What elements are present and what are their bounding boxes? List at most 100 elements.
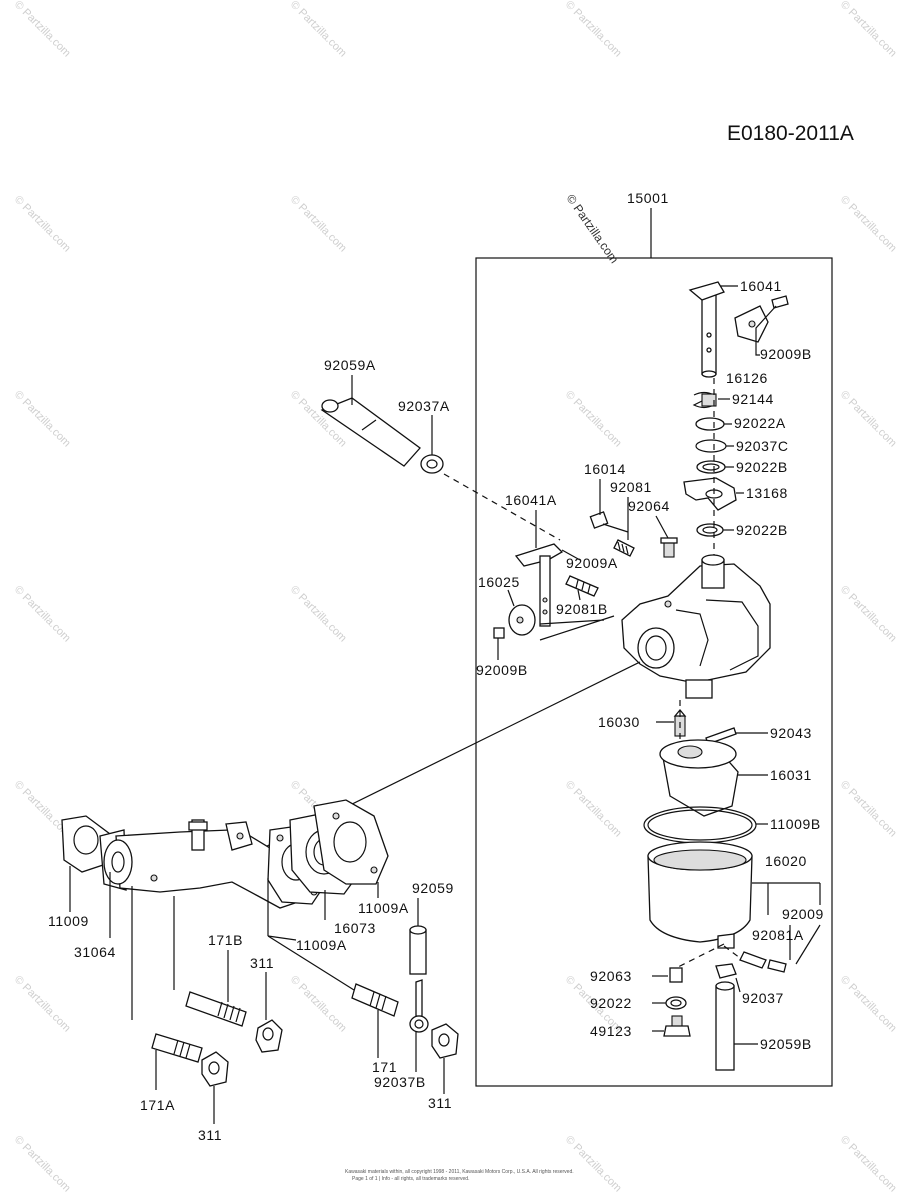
leader-line [507, 589, 515, 607]
part-label-16126: 16126 [726, 370, 768, 386]
stud-171A [151, 1033, 203, 1063]
watermark: © Partzilla.com [838, 389, 899, 450]
assembly-box [475, 257, 833, 1087]
throttle-shaft [688, 281, 725, 378]
watermark: © Partzilla.com [288, 194, 349, 255]
washer-92022B [696, 460, 726, 474]
part-label-92022B: 92022B [736, 522, 788, 538]
leader-line [655, 515, 669, 539]
copyright-footer: Kawasaki materials within, all copyright… [345, 1169, 574, 1175]
copyright-footer-2: Page 1 of 1 | Info - all rights, all tra… [352, 1176, 469, 1182]
part-label-92022B: 92022B [736, 459, 788, 475]
spring-92081B [565, 575, 599, 597]
clamp-92037 [715, 963, 737, 979]
part-label-92037: 92037 [742, 990, 784, 1006]
watermark: © Partzilla.com [12, 389, 73, 450]
clamp-92037B [409, 979, 429, 1033]
part-label-171A: 171A [140, 1097, 175, 1113]
part-label-92022: 92022 [590, 995, 632, 1011]
leader-line [755, 305, 777, 356]
part-label-92081: 92081 [610, 479, 652, 495]
oring-92037C [695, 439, 727, 453]
nut-311 [201, 1051, 229, 1087]
part-label-92009B: 92009B [760, 346, 812, 362]
watermark: © Partzilla.com [12, 194, 73, 255]
bolt-49123 [663, 1015, 691, 1037]
watermark: © Partzilla.com [838, 194, 899, 255]
part-label-16041A: 16041A [505, 492, 557, 508]
part-label-16025: 16025 [478, 574, 520, 590]
sleeve-92059 [409, 925, 427, 975]
washer-92022A [695, 417, 725, 431]
screw-92009 [767, 959, 787, 973]
part-label-16031: 16031 [770, 767, 812, 783]
stud-171 [351, 983, 399, 1017]
part-label-13168: 13168 [746, 485, 788, 501]
spring-92081 [613, 539, 635, 557]
alignment-line [723, 945, 741, 959]
part-label-311: 311 [250, 955, 274, 971]
watermark: © Partzilla.com [12, 0, 73, 60]
part-label-11009A: 11009A [296, 937, 347, 953]
part-label-16030: 16030 [598, 714, 640, 730]
screw-16014 [589, 511, 629, 533]
part-label-49123: 49123 [590, 1023, 632, 1039]
throttle-plate [734, 305, 769, 343]
spring-92081A [739, 951, 767, 969]
spring-92144 [692, 391, 717, 409]
carburetor-body [621, 554, 771, 699]
part-label-16014: 16014 [584, 461, 626, 477]
part-label-311: 311 [428, 1095, 452, 1111]
part-label-15001: 15001 [627, 190, 669, 206]
watermark: © Partzilla.com [288, 974, 349, 1035]
intake-manifold [61, 815, 301, 909]
stud-171B [185, 991, 247, 1027]
part-label-92037C: 92037C [736, 438, 789, 454]
part-label-92009: 92009 [782, 906, 824, 922]
watermark-dark: © Partzilla.com [564, 192, 622, 266]
gasket-11009A-outer [313, 799, 389, 885]
watermark: © Partzilla.com [288, 584, 349, 645]
leader-line [735, 977, 741, 993]
leader-line [577, 589, 581, 601]
part-label-92022A: 92022A [734, 415, 786, 431]
part-label-311: 311 [198, 1127, 222, 1143]
washer-92022B [696, 523, 724, 537]
alignment-line [675, 943, 725, 969]
plug-92063 [669, 967, 683, 983]
part-label-16041: 16041 [740, 278, 782, 294]
clamp-92037A [420, 454, 444, 474]
part-label-92144: 92144 [732, 391, 774, 407]
nut-311 [255, 1019, 283, 1053]
float-16031 [659, 739, 739, 817]
watermark: © Partzilla.com [12, 974, 73, 1035]
watermark: © Partzilla.com [12, 1134, 73, 1195]
watermark: © Partzilla.com [838, 1134, 899, 1195]
leader-line [267, 935, 297, 941]
part-label-16073: 16073 [334, 920, 376, 936]
tube-92059B [715, 981, 735, 1071]
part-label-11009B: 11009B [770, 816, 821, 832]
watermark: © Partzilla.com [838, 779, 899, 840]
watermark: © Partzilla.com [563, 389, 624, 450]
choke-plate-16025 [508, 604, 536, 636]
alignment-line [443, 473, 561, 541]
part-label-92009B: 92009B [476, 662, 528, 678]
leader-line [539, 615, 615, 641]
alignment-line [267, 935, 355, 991]
float-bowl-16020 [647, 841, 753, 949]
watermark: © Partzilla.com [288, 0, 349, 60]
part-label-92043: 92043 [770, 725, 812, 741]
part-label-92064: 92064 [628, 498, 670, 514]
part-label-11009: 11009 [48, 913, 89, 929]
part-label-92081B: 92081B [556, 601, 608, 617]
watermark: © Partzilla.com [563, 779, 624, 840]
watermark: © Partzilla.com [563, 0, 624, 60]
watermark: © Partzilla.com [563, 1134, 624, 1195]
part-label-92037B: 92037B [374, 1074, 426, 1090]
watermark: © Partzilla.com [838, 0, 899, 60]
part-label-92037A: 92037A [398, 398, 450, 414]
part-label-92059B: 92059B [760, 1036, 812, 1052]
screw-92009B-left [493, 627, 505, 639]
